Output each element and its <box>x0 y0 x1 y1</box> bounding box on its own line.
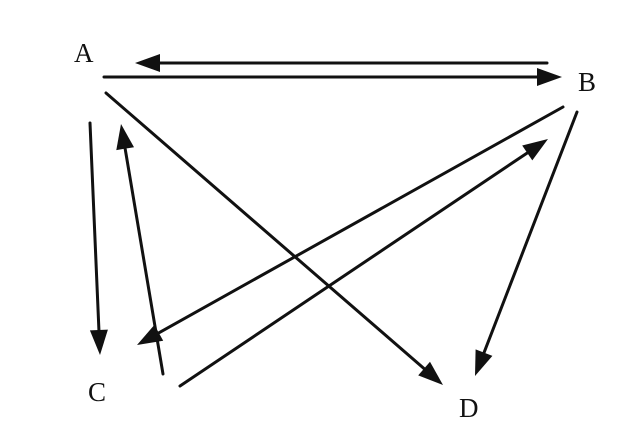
edge-b-to-c <box>153 105 565 337</box>
edge-c-to-b <box>178 149 533 388</box>
arrowhead-a-to-c <box>89 329 108 355</box>
edge-b-to-d <box>481 110 579 358</box>
arrowhead-c-to-a <box>116 124 134 151</box>
node-label-a: A <box>74 38 94 68</box>
node-label-d: D <box>459 393 479 423</box>
arrowhead-a-to-b <box>537 68 562 86</box>
arrowhead-c-to-b <box>522 139 548 161</box>
arrowhead-b-to-c <box>137 324 164 345</box>
node-label-b: B <box>578 67 596 97</box>
edge-a-to-c <box>88 121 101 336</box>
arrowhead-b-to-a <box>135 54 160 72</box>
node-label-c: C <box>88 377 106 407</box>
arrowhead-b-to-d <box>475 349 493 376</box>
edge-a-to-d <box>104 91 429 373</box>
edges-layer <box>88 54 579 388</box>
arrowhead-a-to-d <box>418 361 443 385</box>
